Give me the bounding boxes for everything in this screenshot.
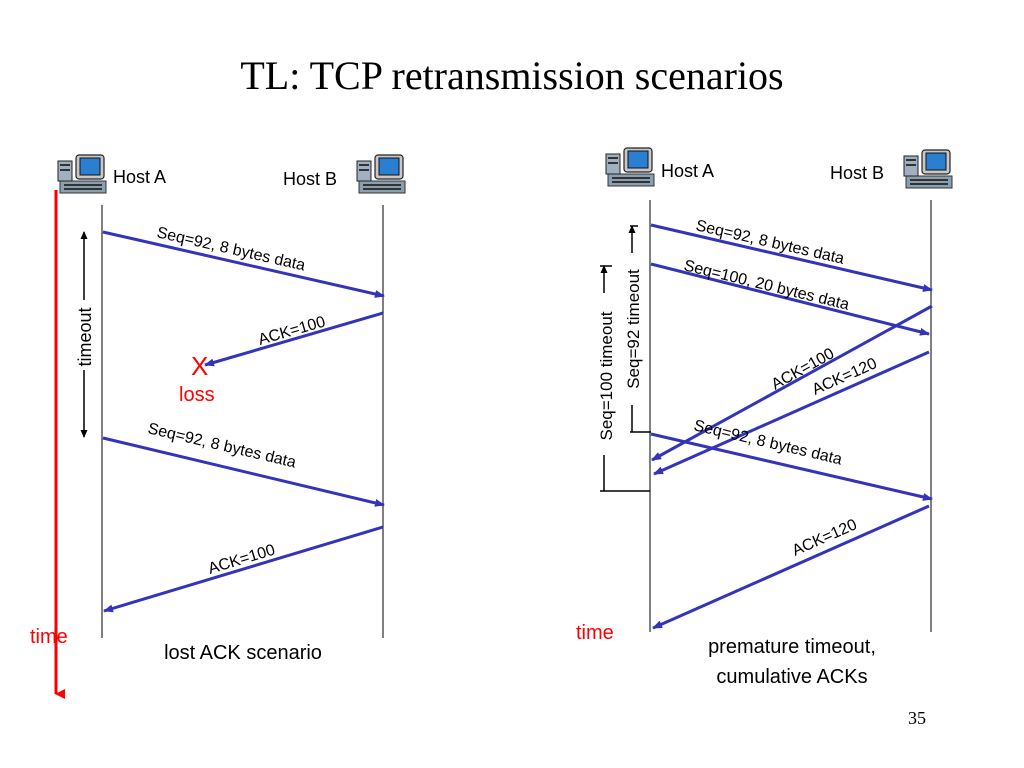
left-caption: lost ACK scenario — [164, 642, 322, 664]
right-msg2-arrow — [650, 262, 930, 336]
right-ack1-arrow — [651, 304, 933, 462]
computer-icon — [605, 147, 655, 187]
computer-icon — [356, 154, 406, 194]
left-diagram: Host A Host B time timeout Seq=92, 8 byt… — [30, 154, 406, 699]
left-host-b-label: Host B — [283, 169, 337, 189]
computer-icon — [903, 149, 953, 189]
left-ack2-arrow — [103, 525, 384, 613]
left-msg2-arrow — [102, 436, 385, 507]
left-msg2-label: Seq=92, 8 bytes data — [146, 420, 298, 471]
page-number: 35 — [908, 708, 926, 728]
right-msg3-arrow — [650, 432, 933, 501]
right-host-b-label: Host B — [830, 163, 884, 183]
left-timeout-label: timeout — [75, 307, 95, 366]
right-ack3-arrow — [652, 504, 930, 630]
slide-title: TL: TCP retransmission scenarios — [240, 53, 784, 98]
left-ack1-arrow — [204, 311, 384, 367]
right-ack2-arrow — [653, 350, 930, 476]
left-msg1-arrow — [102, 230, 385, 298]
right-time-label: time — [576, 622, 614, 644]
left-ack1-label: ACK=100 — [256, 313, 327, 348]
right-diagram: Host A Host B Seq=92 timeout Seq=100 tim… — [576, 147, 953, 688]
left-time-label: time — [30, 626, 68, 648]
right-seq92-timeout-label: Seq=92 timeout — [624, 269, 643, 389]
right-host-a-label: Host A — [661, 161, 714, 181]
loss-label: loss — [179, 384, 215, 406]
loss-x-mark: X — [191, 351, 208, 381]
left-host-a-label: Host A — [113, 167, 166, 187]
left-ack2-label: ACK=100 — [206, 542, 277, 578]
computer-icon — [57, 154, 107, 194]
right-caption-line2: cumulative ACKs — [716, 666, 867, 688]
right-caption-line1: premature timeout, — [708, 636, 876, 658]
right-msg1-label: Seq=92, 8 bytes data — [694, 217, 846, 267]
right-seq100-timeout-label: Seq=100 timeout — [597, 311, 616, 440]
right-msg1-arrow — [650, 223, 933, 292]
